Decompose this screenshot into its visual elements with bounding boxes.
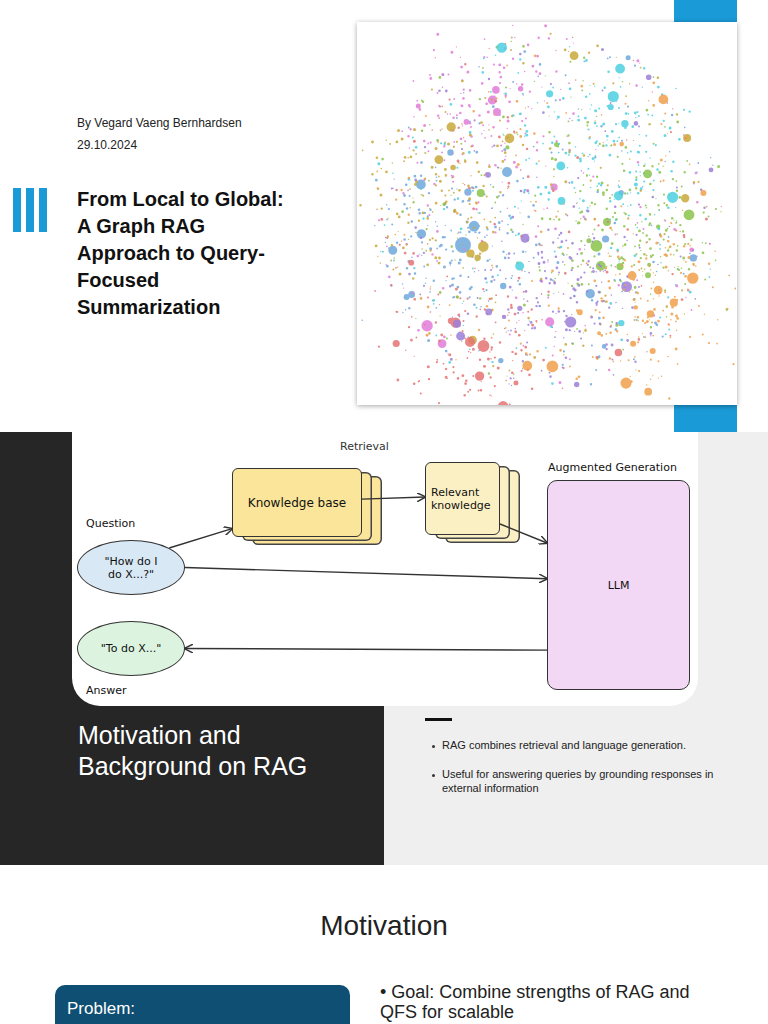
graph-scatter	[357, 22, 737, 405]
accent-bar	[39, 188, 47, 232]
bullet-text: RAG combines retrieval and language gene…	[442, 738, 742, 752]
slide-title: Motivation and Background on RAG	[78, 720, 358, 782]
arrow-connector	[500, 524, 547, 543]
arrow-connector	[185, 568, 547, 579]
heading-text: Augmented Generation	[548, 461, 677, 474]
process-box: Relevant knowledge	[425, 462, 500, 535]
byline: By Vegard Vaeng Bernhardsen	[77, 116, 242, 130]
scatter-dots	[376, 51, 737, 400]
body-text: Knowledge base	[248, 496, 346, 510]
process-box: Knowledge base	[232, 468, 362, 537]
bullet-dot	[432, 745, 435, 748]
date: 29.10.2024	[77, 138, 137, 152]
bullet-text: Useful for answering queries by groundin…	[442, 767, 742, 795]
scatter-dots	[381, 41, 728, 377]
accent-bar	[26, 188, 34, 232]
heading-text: Question	[86, 517, 135, 530]
body-text: "To do X..."	[101, 642, 161, 655]
accent-dash	[425, 718, 452, 721]
bullet-dot	[432, 774, 435, 777]
body-text: LLM	[608, 579, 630, 592]
process-box: Augmented GenerationLLM	[547, 480, 690, 690]
scatter-dots	[378, 24, 722, 384]
scatter-dots	[359, 33, 707, 372]
body-text: "How do I do X...?"	[98, 555, 164, 581]
group-label: Retrieval	[340, 440, 389, 453]
heading-text: Answer	[86, 684, 127, 697]
problem-box: Problem:	[55, 985, 350, 1024]
body-text: Relevant knowledge	[431, 486, 494, 512]
arrow-connector	[362, 497, 425, 499]
answer-ellipse: "To do X..."Answer	[77, 621, 185, 676]
body-text: Problem:	[67, 999, 338, 1019]
question-ellipse: Question"How do I do X...?"	[77, 540, 185, 595]
scatter-dots	[374, 37, 708, 405]
arrow-connector	[185, 649, 547, 651]
image-card	[357, 22, 737, 405]
arrow-connector	[169, 529, 232, 548]
bullet-text: • Goal: Combine strengths of RAG and QFS…	[380, 982, 710, 1022]
accent-bar	[13, 188, 21, 232]
slide-title: From Local to Global: A Graph RAG Approa…	[77, 186, 297, 321]
slide-title: Motivation	[0, 910, 768, 942]
scatter-dots	[377, 42, 711, 385]
